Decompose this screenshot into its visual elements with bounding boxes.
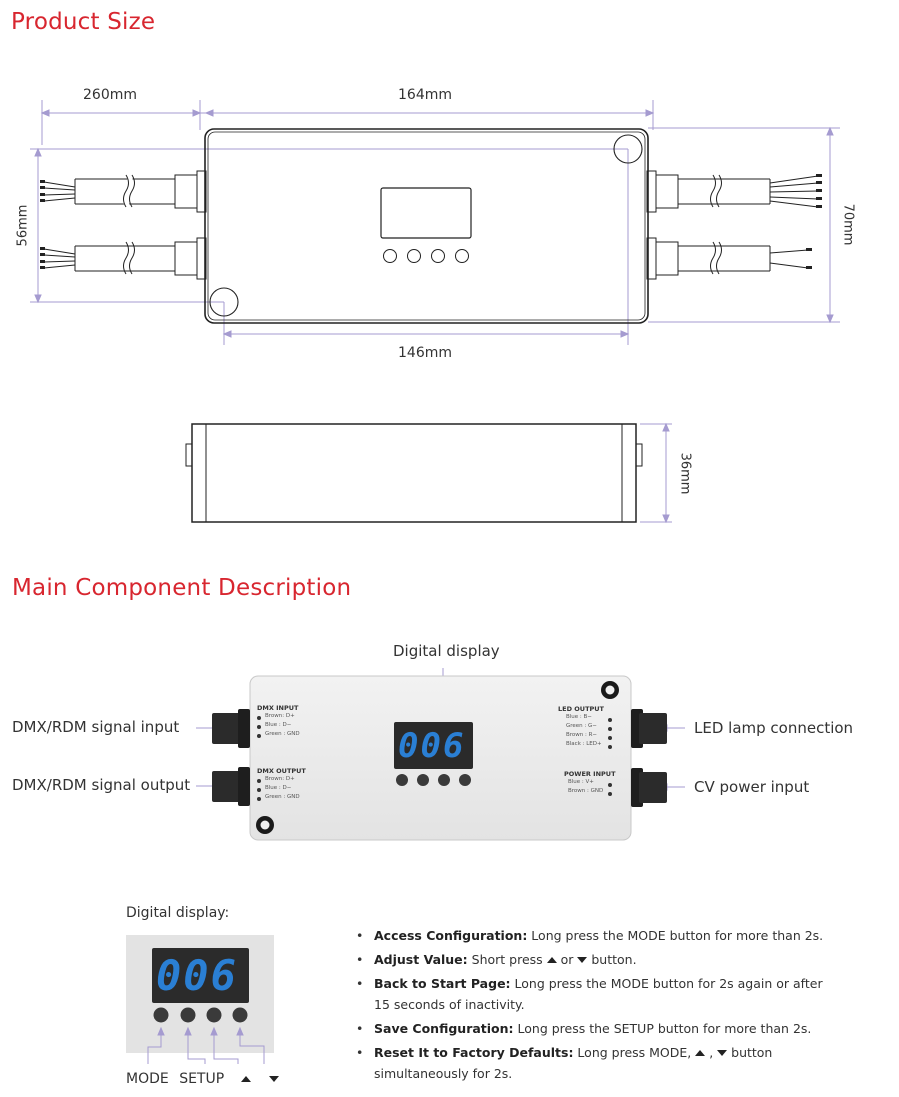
led-output-line: Blue : B−	[566, 714, 592, 720]
instruction-item: • Reset It to Factory Defaults: Long pre…	[356, 1045, 773, 1081]
triangle-down-icon	[269, 1076, 280, 1082]
dmx-input-line: Brown: D+	[265, 713, 295, 719]
callout-dmx-input: DMX/RDM signal input	[12, 718, 180, 736]
instruction-title: Reset It to Factory Defaults:	[374, 1045, 574, 1060]
power-input-title: POWER INPUT	[564, 770, 616, 778]
instruction-text: Short press	[467, 952, 547, 967]
instruction-title: Access Configuration:	[374, 928, 528, 943]
label-power-input: POWER INPUT Blue : V+ Brown : GND	[564, 770, 616, 796]
dim-case-height: 36mm	[677, 452, 693, 495]
instruction-item: • Access Configuration: Long press the M…	[356, 928, 824, 943]
instruction-title: Save Configuration:	[374, 1021, 514, 1036]
dmx-input-line: Blue : D−	[265, 722, 292, 728]
dmx-input-title: DMX INPUT	[257, 704, 299, 712]
display-panel-graphic	[126, 935, 274, 1064]
instruction-item: • Adjust Value: Short press or button.	[356, 952, 637, 967]
instruction-text: Long press the MODE button for 2s again …	[374, 976, 823, 1012]
mode-button-label: MODE	[126, 1071, 169, 1087]
setup-button-label: SETUP	[179, 1071, 225, 1087]
instruction-item: • Back to Start Page: Long press the MOD…	[356, 976, 823, 1012]
callout-led-connection: LED lamp connection	[694, 719, 854, 737]
device-photo	[196, 668, 685, 841]
instruction-text: button simultaneously for 2s.	[374, 1045, 773, 1081]
dmx-output-line: Blue : D−	[265, 785, 292, 791]
panel-display-value: 006	[156, 951, 238, 1000]
instruction-text: ,	[705, 1045, 718, 1060]
callout-cv-power: CV power input	[694, 778, 810, 796]
instruction-text: Long press the MODE button for more than…	[527, 928, 824, 943]
triangle-down-icon	[717, 1050, 728, 1056]
dim-case-width: 70mm	[840, 203, 856, 246]
led-output-line: Green : G−	[566, 723, 597, 729]
dmx-output-line: Brown: D+	[265, 776, 295, 782]
label-dmx-input: DMX INPUT Brown: D+ Blue : D− Green : GN…	[257, 704, 300, 739]
led-output-line: Brown : R−	[566, 732, 598, 738]
dim-case-length: 164mm	[398, 87, 452, 103]
callout-digital-display: Digital display	[393, 642, 500, 660]
label-led-output: LED OUTPUT Blue : B− Green : G− Brown : …	[558, 705, 604, 749]
digital-display-label: Digital display:	[126, 905, 230, 921]
instruction-text: button.	[587, 952, 637, 967]
top-view-drawing	[30, 100, 840, 524]
dmx-output-title: DMX OUTPUT	[257, 767, 306, 775]
product-size-title: Product Size	[11, 9, 156, 35]
triangle-up-icon	[695, 1050, 706, 1056]
instruction-title: Back to Start Page:	[374, 976, 511, 991]
dim-hole-spacing-horizontal: 146mm	[398, 345, 452, 361]
callout-dmx-output: DMX/RDM signal output	[12, 776, 191, 794]
dmx-output-line: Green : GND	[265, 794, 300, 800]
button-labels: MODE SETUP	[126, 1071, 280, 1087]
instruction-item: • Save Configuration: Long press the SET…	[356, 1021, 812, 1036]
instruction-title: Adjust Value:	[374, 952, 468, 967]
led-output-line: Black : LED+	[566, 741, 602, 747]
triangle-up-icon	[240, 1076, 251, 1082]
dmx-input-line: Green : GND	[265, 731, 300, 737]
instruction-text: Long press the SETUP button for more tha…	[513, 1021, 812, 1036]
led-output-title: LED OUTPUT	[558, 705, 604, 713]
triangle-up-icon	[546, 957, 557, 963]
dim-hole-spacing-vertical: 56mm	[15, 204, 31, 247]
power-input-line: Blue : V+	[568, 779, 594, 785]
instruction-list: • Access Configuration: Long press the M…	[356, 925, 832, 1087]
device-display-value: 006	[398, 726, 466, 766]
triangle-down-icon	[577, 957, 588, 963]
instruction-text: or	[556, 952, 578, 967]
main-component-title: Main Component Description	[12, 575, 352, 601]
dim-cable-length: 260mm	[83, 87, 137, 103]
instruction-text: Long press MODE,	[573, 1045, 696, 1060]
label-dmx-output: DMX OUTPUT Brown: D+ Blue : D− Green : G…	[257, 767, 306, 802]
power-input-line: Brown : GND	[568, 788, 604, 794]
